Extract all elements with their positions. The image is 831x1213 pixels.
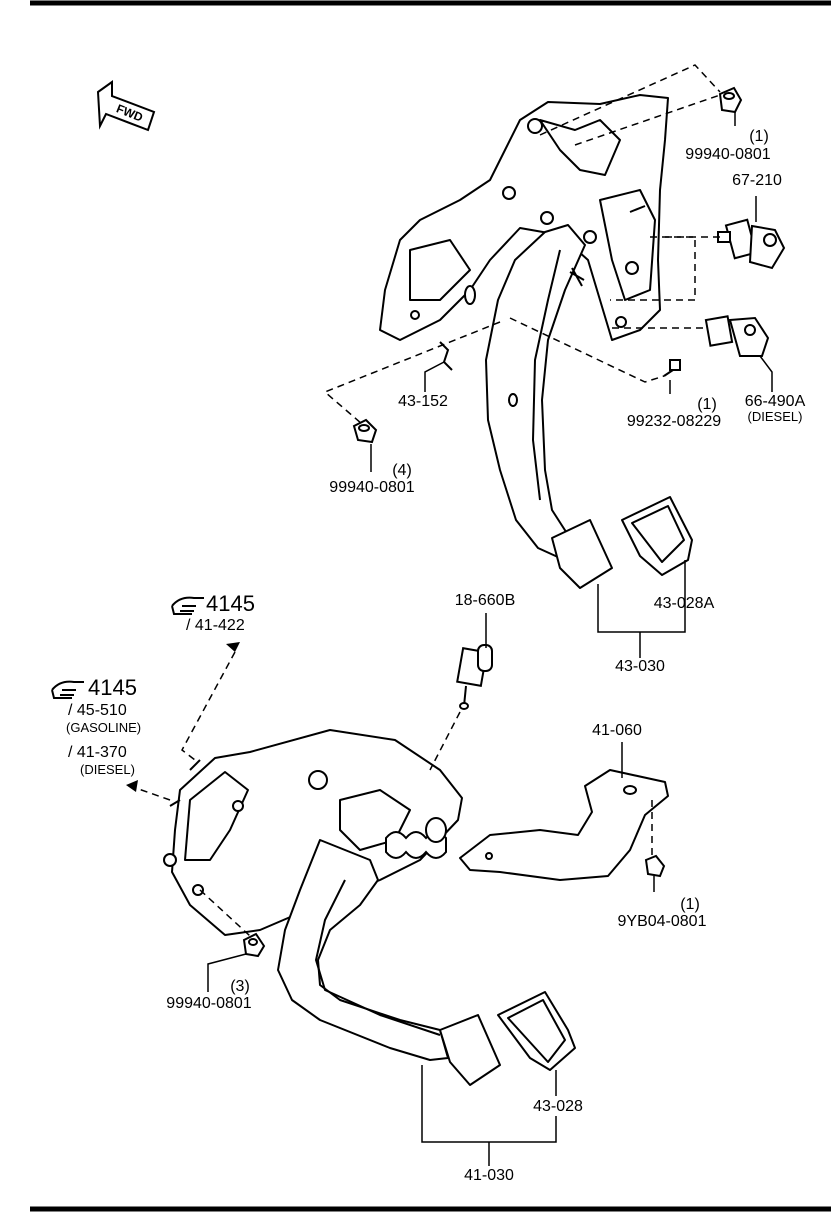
clip-43-152-icon: [439, 341, 453, 371]
bolt-99232-icon: [663, 359, 681, 377]
bolt-99232-pn[interactable]: 99232-08229: [626, 413, 722, 430]
pedal-43-030-pn[interactable]: 43-030: [615, 658, 665, 675]
switch-66-490a-pn[interactable]: 66-490A: [744, 393, 806, 410]
nut-top-right-icon: [718, 86, 743, 114]
brake-pedal-pad: [551, 519, 613, 589]
lower-leaders: [207, 613, 655, 1166]
switch-67-210-icon: [717, 218, 786, 270]
upper-dashed-lines: [323, 64, 721, 425]
nut-9yb04-icon: [644, 854, 666, 878]
switch-66-490a-note: (DIESEL): [747, 409, 803, 424]
nut-left-upper-qty: (4): [392, 462, 412, 479]
nut-left-lower-qty: (3): [230, 978, 250, 995]
brake-pedal-arm: [485, 224, 586, 559]
lower-dashed-lines: [129, 651, 653, 937]
switch-67-210-pn[interactable]: 67-210: [732, 172, 782, 189]
switch-18-660b-pn[interactable]: 18-660B: [454, 592, 516, 609]
fwd-arrow-icon: [96, 80, 156, 132]
ref-b-note1: (GASOLINE): [66, 720, 142, 735]
clip-43-152-pn[interactable]: 43-152: [398, 393, 448, 410]
pad-43-028a-pn[interactable]: 43-028A: [653, 595, 715, 612]
nut-left-lower-icon: [242, 932, 266, 958]
pad-cover-43-028: [497, 991, 576, 1071]
bracket-41-060-icon: [459, 769, 669, 881]
nut-left-upper-icon: [352, 418, 378, 444]
brake-pedal-bracket: [379, 94, 669, 341]
nut-top-right-pn[interactable]: 99940-0801: [685, 146, 771, 163]
clutch-spring-icon: [385, 817, 447, 859]
ref-b-sub2[interactable]: / 41-370: [68, 744, 127, 761]
reference-hand-icon-b: [51, 680, 84, 699]
nut-left-lower-pn[interactable]: 99940-0801: [166, 995, 252, 1012]
upper-leaders: [370, 112, 773, 658]
ref-a-number[interactable]: 4145: [206, 591, 255, 616]
pad-43-028-pn[interactable]: 43-028: [533, 1098, 583, 1115]
bracket-41-060-pn[interactable]: 41-060: [592, 722, 642, 739]
lower-arrowheads: [126, 642, 240, 792]
stud-bolt-icon: [569, 205, 646, 287]
nut-top-right-qty: (1): [749, 128, 769, 145]
ref-b-note2: (DIESEL): [80, 762, 135, 777]
switch-66-490a-icon: [704, 315, 770, 357]
nut-9yb04-pn[interactable]: 9YB04-0801: [617, 913, 707, 930]
nut-9yb04-qty: (1): [680, 896, 700, 913]
reference-hand-icon-a: [171, 596, 204, 615]
ref-b-sub1[interactable]: / 45-510: [68, 702, 127, 719]
ref-a-sub[interactable]: / 41-422: [186, 617, 245, 634]
ref-b-number[interactable]: 4145: [88, 675, 137, 700]
clutch-pedal-pad: [439, 1014, 501, 1086]
switch-18-660b-icon: [456, 644, 493, 710]
bolt-99232-qty: (1): [697, 396, 717, 413]
nut-left-upper-pn[interactable]: 99940-0801: [329, 479, 415, 496]
pad-cover-43-028a: [621, 496, 693, 576]
pedal-41-030-pn[interactable]: 41-030: [464, 1167, 514, 1184]
